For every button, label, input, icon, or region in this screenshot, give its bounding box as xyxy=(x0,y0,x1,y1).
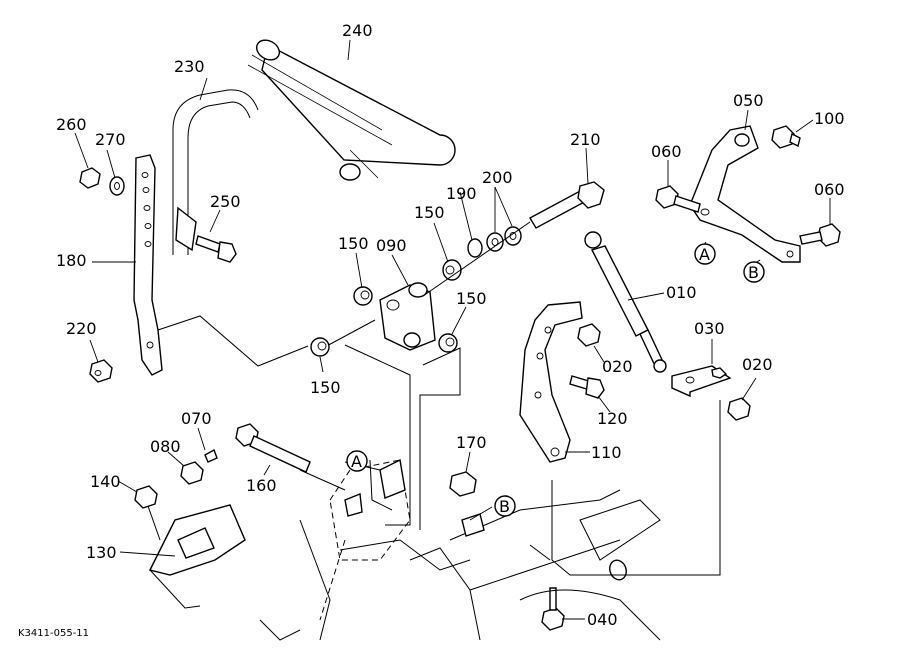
callout-100: 100 xyxy=(814,109,845,128)
callout-020-b: 020 xyxy=(742,355,773,374)
leader-lines xyxy=(74,39,831,620)
callout-150-a: 150 xyxy=(338,234,369,253)
bolt-100 xyxy=(771,125,801,149)
marker-b-lower: B xyxy=(494,495,516,517)
bolt-060-b xyxy=(799,223,841,247)
frame-lower xyxy=(259,400,721,641)
callout-140: 140 xyxy=(90,472,121,491)
washer-200-a xyxy=(486,232,504,252)
rod-linkage-line-2 xyxy=(322,319,376,349)
callout-240: 240 xyxy=(342,21,373,40)
nut-020-a xyxy=(577,323,601,347)
washer-190 xyxy=(467,238,483,258)
bolt-250 xyxy=(195,235,237,263)
callout-060-b: 060 xyxy=(814,180,845,199)
callout-050: 050 xyxy=(733,91,764,110)
callout-040: 040 xyxy=(587,610,618,629)
pivot-090 xyxy=(379,282,436,351)
plate-130 xyxy=(148,504,246,609)
callout-230: 230 xyxy=(174,57,205,76)
callout-190: 190 xyxy=(446,184,477,203)
callout-170: 170 xyxy=(456,433,487,452)
marker-a-upper-label: A xyxy=(699,245,710,264)
rod-linkage-line xyxy=(157,315,309,367)
callout-160: 160 xyxy=(246,476,277,495)
callout-070: 070 xyxy=(181,409,212,428)
bushing-150-b xyxy=(353,286,373,306)
callout-010: 010 xyxy=(666,283,697,302)
callout-150-b: 150 xyxy=(414,203,445,222)
callout-250: 250 xyxy=(210,192,241,211)
nut-260 xyxy=(79,167,101,189)
nut-020-b xyxy=(727,397,751,421)
axis-line-210 xyxy=(422,221,531,297)
marker-a-upper: A xyxy=(694,243,716,265)
rod-linkage-line-3 xyxy=(344,344,411,526)
bolt-160 xyxy=(235,423,311,473)
bolt-040 xyxy=(541,587,565,631)
callout-220: 220 xyxy=(66,319,97,338)
bracket-030 xyxy=(671,365,732,398)
bushing-150-c xyxy=(442,259,462,281)
nut-220 xyxy=(89,359,113,383)
callout-120: 120 xyxy=(597,409,628,428)
callout-150-c: 150 xyxy=(456,289,487,308)
marker-b-lower-label: B xyxy=(499,497,510,516)
bolt-120 xyxy=(569,375,605,399)
callout-260: 260 xyxy=(56,115,87,134)
callout-200: 200 xyxy=(482,168,513,187)
rod-linkage-line-4 xyxy=(419,347,461,530)
bracket-110 xyxy=(519,301,583,463)
handle-230 xyxy=(172,89,259,255)
bolt-060-a xyxy=(655,185,701,213)
bolt-210 xyxy=(529,181,605,229)
washer-270 xyxy=(109,176,125,196)
bushing-150-d xyxy=(438,333,458,353)
callout-080: 080 xyxy=(150,437,181,456)
bolt-070 xyxy=(204,448,218,463)
marker-b-upper: B xyxy=(743,261,765,283)
bolt-140 xyxy=(134,485,161,541)
callout-270: 270 xyxy=(95,130,126,149)
axis-line-160 xyxy=(299,469,346,491)
callout-210: 210 xyxy=(570,130,601,149)
reference-code: K3411-055-11 xyxy=(18,628,89,639)
callout-060-a: 060 xyxy=(651,142,682,161)
callout-090: 090 xyxy=(376,236,407,255)
callout-020-a: 020 xyxy=(602,357,633,376)
nut-170 xyxy=(449,471,477,497)
marker-b-upper-label: B xyxy=(748,263,759,282)
bushing-150-a xyxy=(310,337,330,357)
callout-130: 130 xyxy=(86,543,117,562)
callout-150-d: 150 xyxy=(310,378,341,397)
nut-080 xyxy=(180,461,204,485)
callout-110: 110 xyxy=(591,443,622,462)
marker-a-lower-label: A xyxy=(351,452,362,471)
callout-030: 030 xyxy=(694,319,725,338)
grip-240 xyxy=(247,39,456,181)
gas-spring-010 xyxy=(584,231,667,373)
lever-plate-180 xyxy=(133,154,163,376)
marker-a-lower: A xyxy=(346,450,368,472)
callout-180: 180 xyxy=(56,251,87,270)
callout-labels: 240 230 260 270 250 180 220 150 090 150 … xyxy=(56,21,845,629)
